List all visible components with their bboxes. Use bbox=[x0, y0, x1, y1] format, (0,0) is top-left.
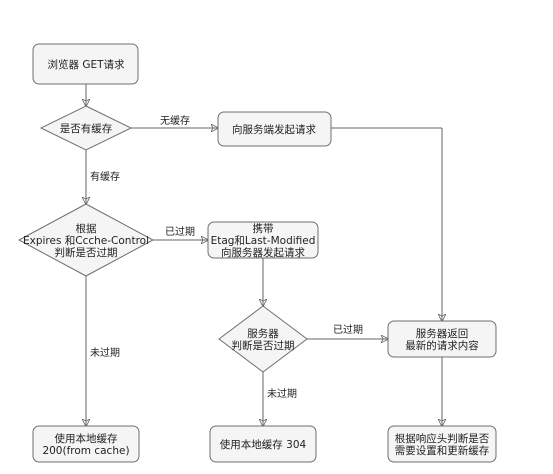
node-use-cache-200-text-line: 200(from cache) bbox=[42, 445, 129, 457]
node-revalidate-text-line: Etag和Last-Modified bbox=[211, 235, 316, 247]
node-send-request-text: 向服务端发起请求 bbox=[232, 123, 316, 136]
node-server-return: 服务器返回最新的请求内容 bbox=[387, 320, 497, 358]
node-revalidate-text-line: 携带 bbox=[253, 222, 274, 235]
node-has-cache-text: 是否有缓存 bbox=[60, 122, 113, 135]
label-not-expired-2: 未过期 bbox=[267, 387, 297, 400]
node-browser-request-text-line: 浏览器 GET请求 bbox=[47, 58, 125, 71]
node-check-expiry-text-line: 根据 bbox=[76, 222, 97, 235]
node-decide-cache-text: 根据响应头判断是否需要设置和更新缓存 bbox=[395, 432, 490, 457]
label-has-cache: 有缓存 bbox=[90, 170, 120, 183]
node-use-cache-200-text-line: 使用本地缓存 bbox=[55, 432, 118, 445]
node-has-cache-text-line: 是否有缓存 bbox=[60, 122, 113, 135]
node-server-return-text: 服务器返回最新的请求内容 bbox=[405, 327, 479, 352]
label-not-expired-1: 未过期 bbox=[90, 346, 120, 359]
node-use-cache-304-text: 使用本地缓存 304 bbox=[220, 438, 307, 451]
node-server-check-text-line: 判断是否过期 bbox=[232, 339, 295, 352]
node-has-cache-decision: 是否有缓存 bbox=[39, 105, 133, 151]
node-browser-request: 浏览器 GET请求 bbox=[32, 43, 139, 85]
label-no-cache: 无缓存 bbox=[160, 114, 190, 127]
label-expired-1: 已过期 bbox=[165, 225, 195, 238]
node-use-cache-304-text-line: 使用本地缓存 304 bbox=[220, 438, 307, 451]
node-send-request-text-line: 向服务端发起请求 bbox=[232, 123, 316, 136]
node-send-request: 向服务端发起请求 bbox=[217, 111, 332, 147]
node-server-check-decision: 服务器判断是否过期 bbox=[218, 305, 308, 373]
node-decide-cache-text-line: 根据响应头判断是否 bbox=[395, 432, 490, 445]
node-decide-cache: 根据响应头判断是否需要设置和更新缓存 bbox=[387, 425, 497, 463]
node-server-return-text-line: 最新的请求内容 bbox=[405, 339, 479, 352]
node-revalidate-text-line: 向服务器发起请求 bbox=[221, 246, 305, 259]
label-expired-2: 已过期 bbox=[333, 323, 363, 336]
node-browser-request-text: 浏览器 GET请求 bbox=[47, 58, 125, 71]
node-server-check-text: 服务器判断是否过期 bbox=[232, 327, 295, 352]
node-use-cache-304: 使用本地缓存 304 bbox=[209, 425, 317, 463]
node-check-expiry-text-line: Expires 和Ccche-Control bbox=[23, 235, 149, 247]
node-server-check-text-line: 服务器 bbox=[247, 327, 279, 340]
node-server-return-text-line: 服务器返回 bbox=[416, 327, 469, 340]
node-check-expiry-text-line: 判断是否过期 bbox=[55, 246, 118, 259]
node-decide-cache-text-line: 需要设置和更新缓存 bbox=[395, 444, 490, 457]
